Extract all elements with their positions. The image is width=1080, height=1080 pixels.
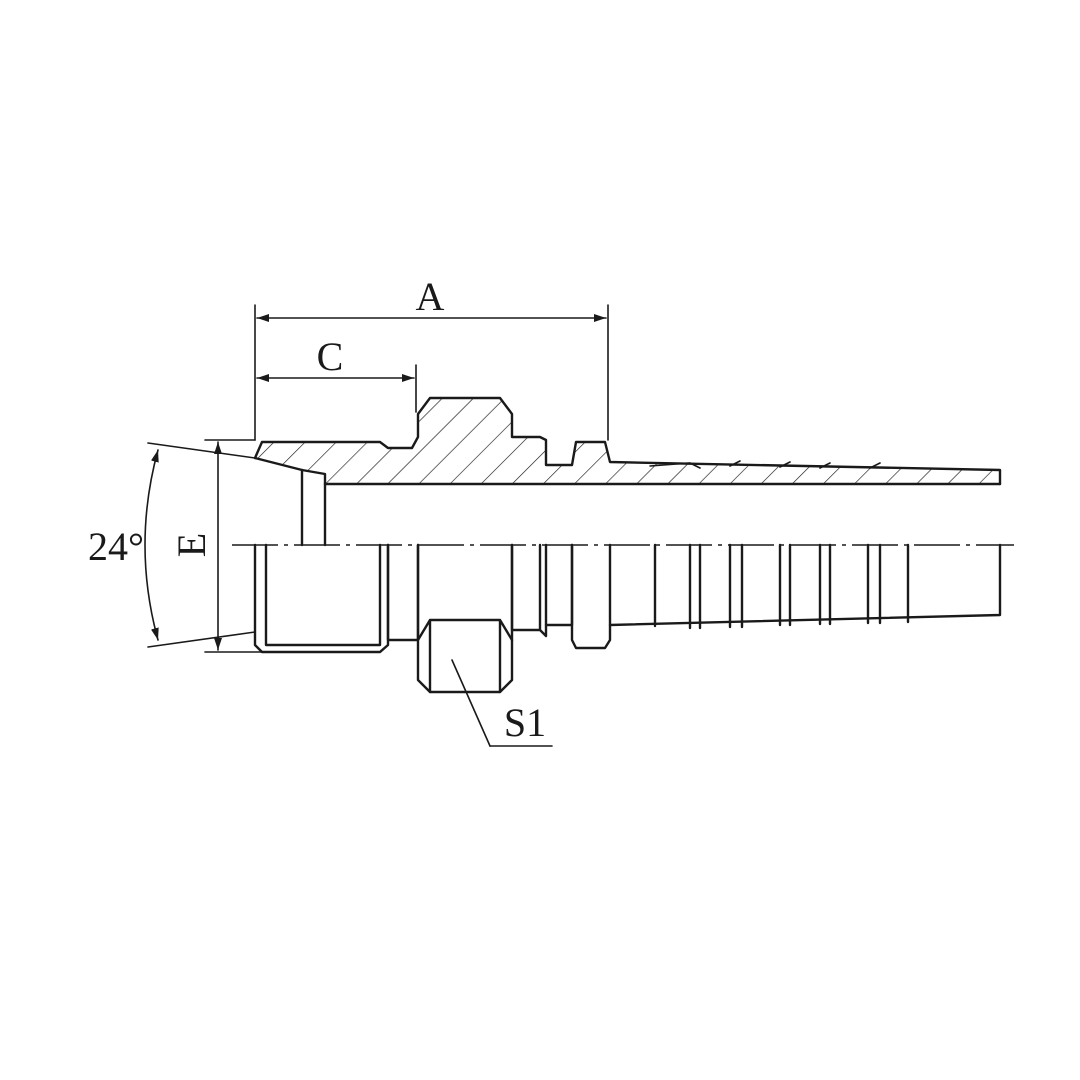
dimension-e: E [169, 439, 263, 653]
dimension-angle: 24° [88, 442, 256, 648]
section-outline [253, 396, 1002, 486]
thread-inner-line [264, 543, 382, 647]
section-view [253, 396, 1002, 547]
dimension-c: C [256, 334, 417, 413]
dimension-label-e: E [169, 533, 214, 557]
flange [570, 543, 612, 650]
dimension-s1: S1 [451, 659, 553, 747]
neck-section [386, 543, 420, 642]
seat-recess [300, 468, 327, 547]
dimension-label-angle: 24° [88, 524, 144, 569]
thread-section [253, 543, 390, 654]
external-view [253, 543, 1002, 694]
dimension-a: A [254, 274, 609, 441]
collar [510, 543, 548, 638]
hex-face [416, 618, 514, 694]
barb-ridges-upper [649, 460, 881, 469]
hex-outline [416, 543, 514, 694]
dimension-label-a: A [416, 274, 445, 319]
section-hatch-area [255, 398, 1000, 484]
barb-ridges-lower [653, 543, 910, 630]
collar-groove [544, 543, 574, 627]
dimension-label-s1: S1 [504, 700, 546, 745]
tail-outline [608, 543, 1002, 627]
cone-seat-upper [253, 456, 327, 486]
dimension-label-c: C [317, 334, 344, 379]
